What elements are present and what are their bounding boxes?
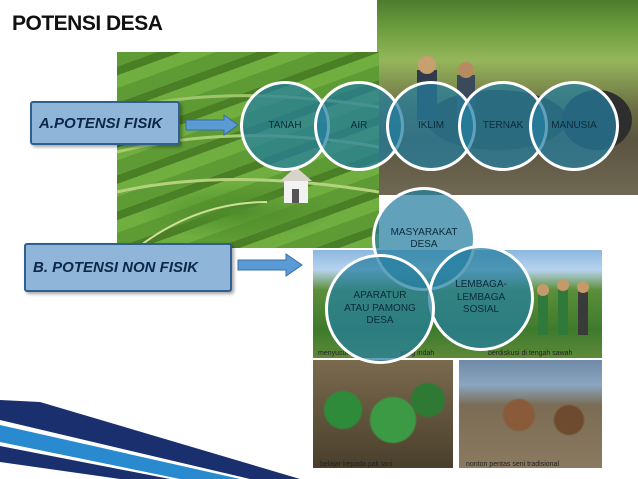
page-title: POTENSI DESA (12, 12, 163, 35)
caption-village: menyusun (318, 350, 351, 357)
potensi-non-fisik-box: B. POTENSI NON FISIK (24, 243, 232, 292)
potensi-fisik-box: A.POTENSI FISIK (30, 101, 180, 145)
class-with-farmer-photo (313, 360, 453, 468)
arrow-right-icon (185, 114, 239, 136)
house-icon (280, 167, 312, 203)
circle-manusia: MANUSIA (529, 81, 619, 171)
caption-discussion: berdiskusi di tengah sawah (488, 350, 573, 357)
arrow-right-icon (237, 253, 303, 277)
decorative-stripe (0, 400, 320, 479)
circle-lembaga-sosial: LEMBAGA-LEMBAGA SOSIAL (428, 245, 534, 351)
caption-class: belajar kepada pak tani (320, 461, 393, 468)
potensi-fisik-label: A.POTENSI FISIK (39, 114, 163, 132)
circle-aparatur-pamong-desa: APARATUR ATAU PAMONG DESA (325, 254, 435, 364)
caption-village-right: yang indah (400, 350, 435, 357)
traditional-dance-photo (459, 360, 602, 468)
caption-dance: nonton pentas seni tradisional (466, 461, 560, 468)
potensi-non-fisik-label: B. POTENSI NON FISIK (33, 259, 199, 276)
